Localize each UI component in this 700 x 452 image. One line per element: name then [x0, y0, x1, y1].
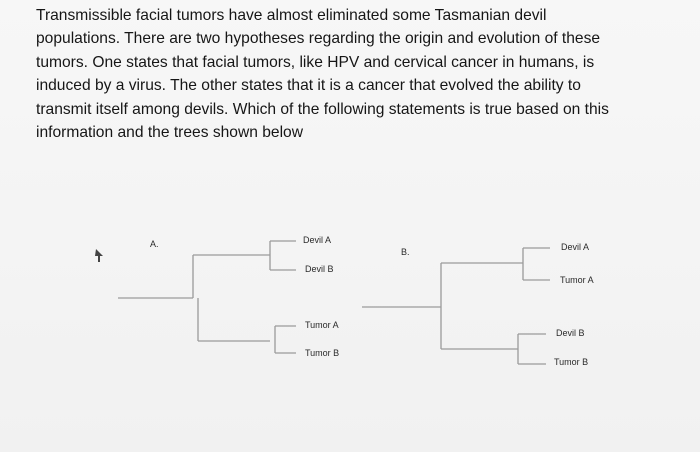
tree-b-leaf-label: Devil B: [556, 328, 585, 338]
question-line: transmit itself among devils. Which of t…: [36, 100, 609, 118]
mouse-cursor-icon: [95, 249, 103, 262]
question-line: populations. There are two hypotheses re…: [36, 30, 601, 48]
question-line: Transmissible facial tumors have almost …: [36, 7, 547, 24]
tree-a-leaf-label: Tumor B: [305, 348, 339, 358]
tree-b-leaf-label: Devil A: [561, 242, 589, 252]
tree-b-leaf-label: Tumor B: [554, 357, 588, 367]
tree-b-label: B.: [401, 247, 410, 257]
question-text: Transmissible facial tumors have almost …: [36, 4, 676, 144]
tree-b-leaf-label: Tumor A: [560, 275, 594, 285]
tree-b: B. Devil A Tumor A Devil B Tumor B: [362, 242, 594, 367]
tree-a-leaf-label: Tumor A: [305, 320, 339, 330]
tree-a-label: A.: [150, 239, 159, 249]
question-line: tumors. One states that facial tumors, l…: [36, 53, 595, 71]
question-line: information and the trees shown below: [36, 124, 303, 142]
tree-a-leaf-label: Devil A: [303, 235, 331, 245]
tree-a: A. Devil A Devil B Tumor A Tumor B: [118, 235, 339, 358]
question-line: induced by a virus. The other states tha…: [36, 77, 581, 95]
tree-a-leaf-label: Devil B: [305, 264, 334, 274]
